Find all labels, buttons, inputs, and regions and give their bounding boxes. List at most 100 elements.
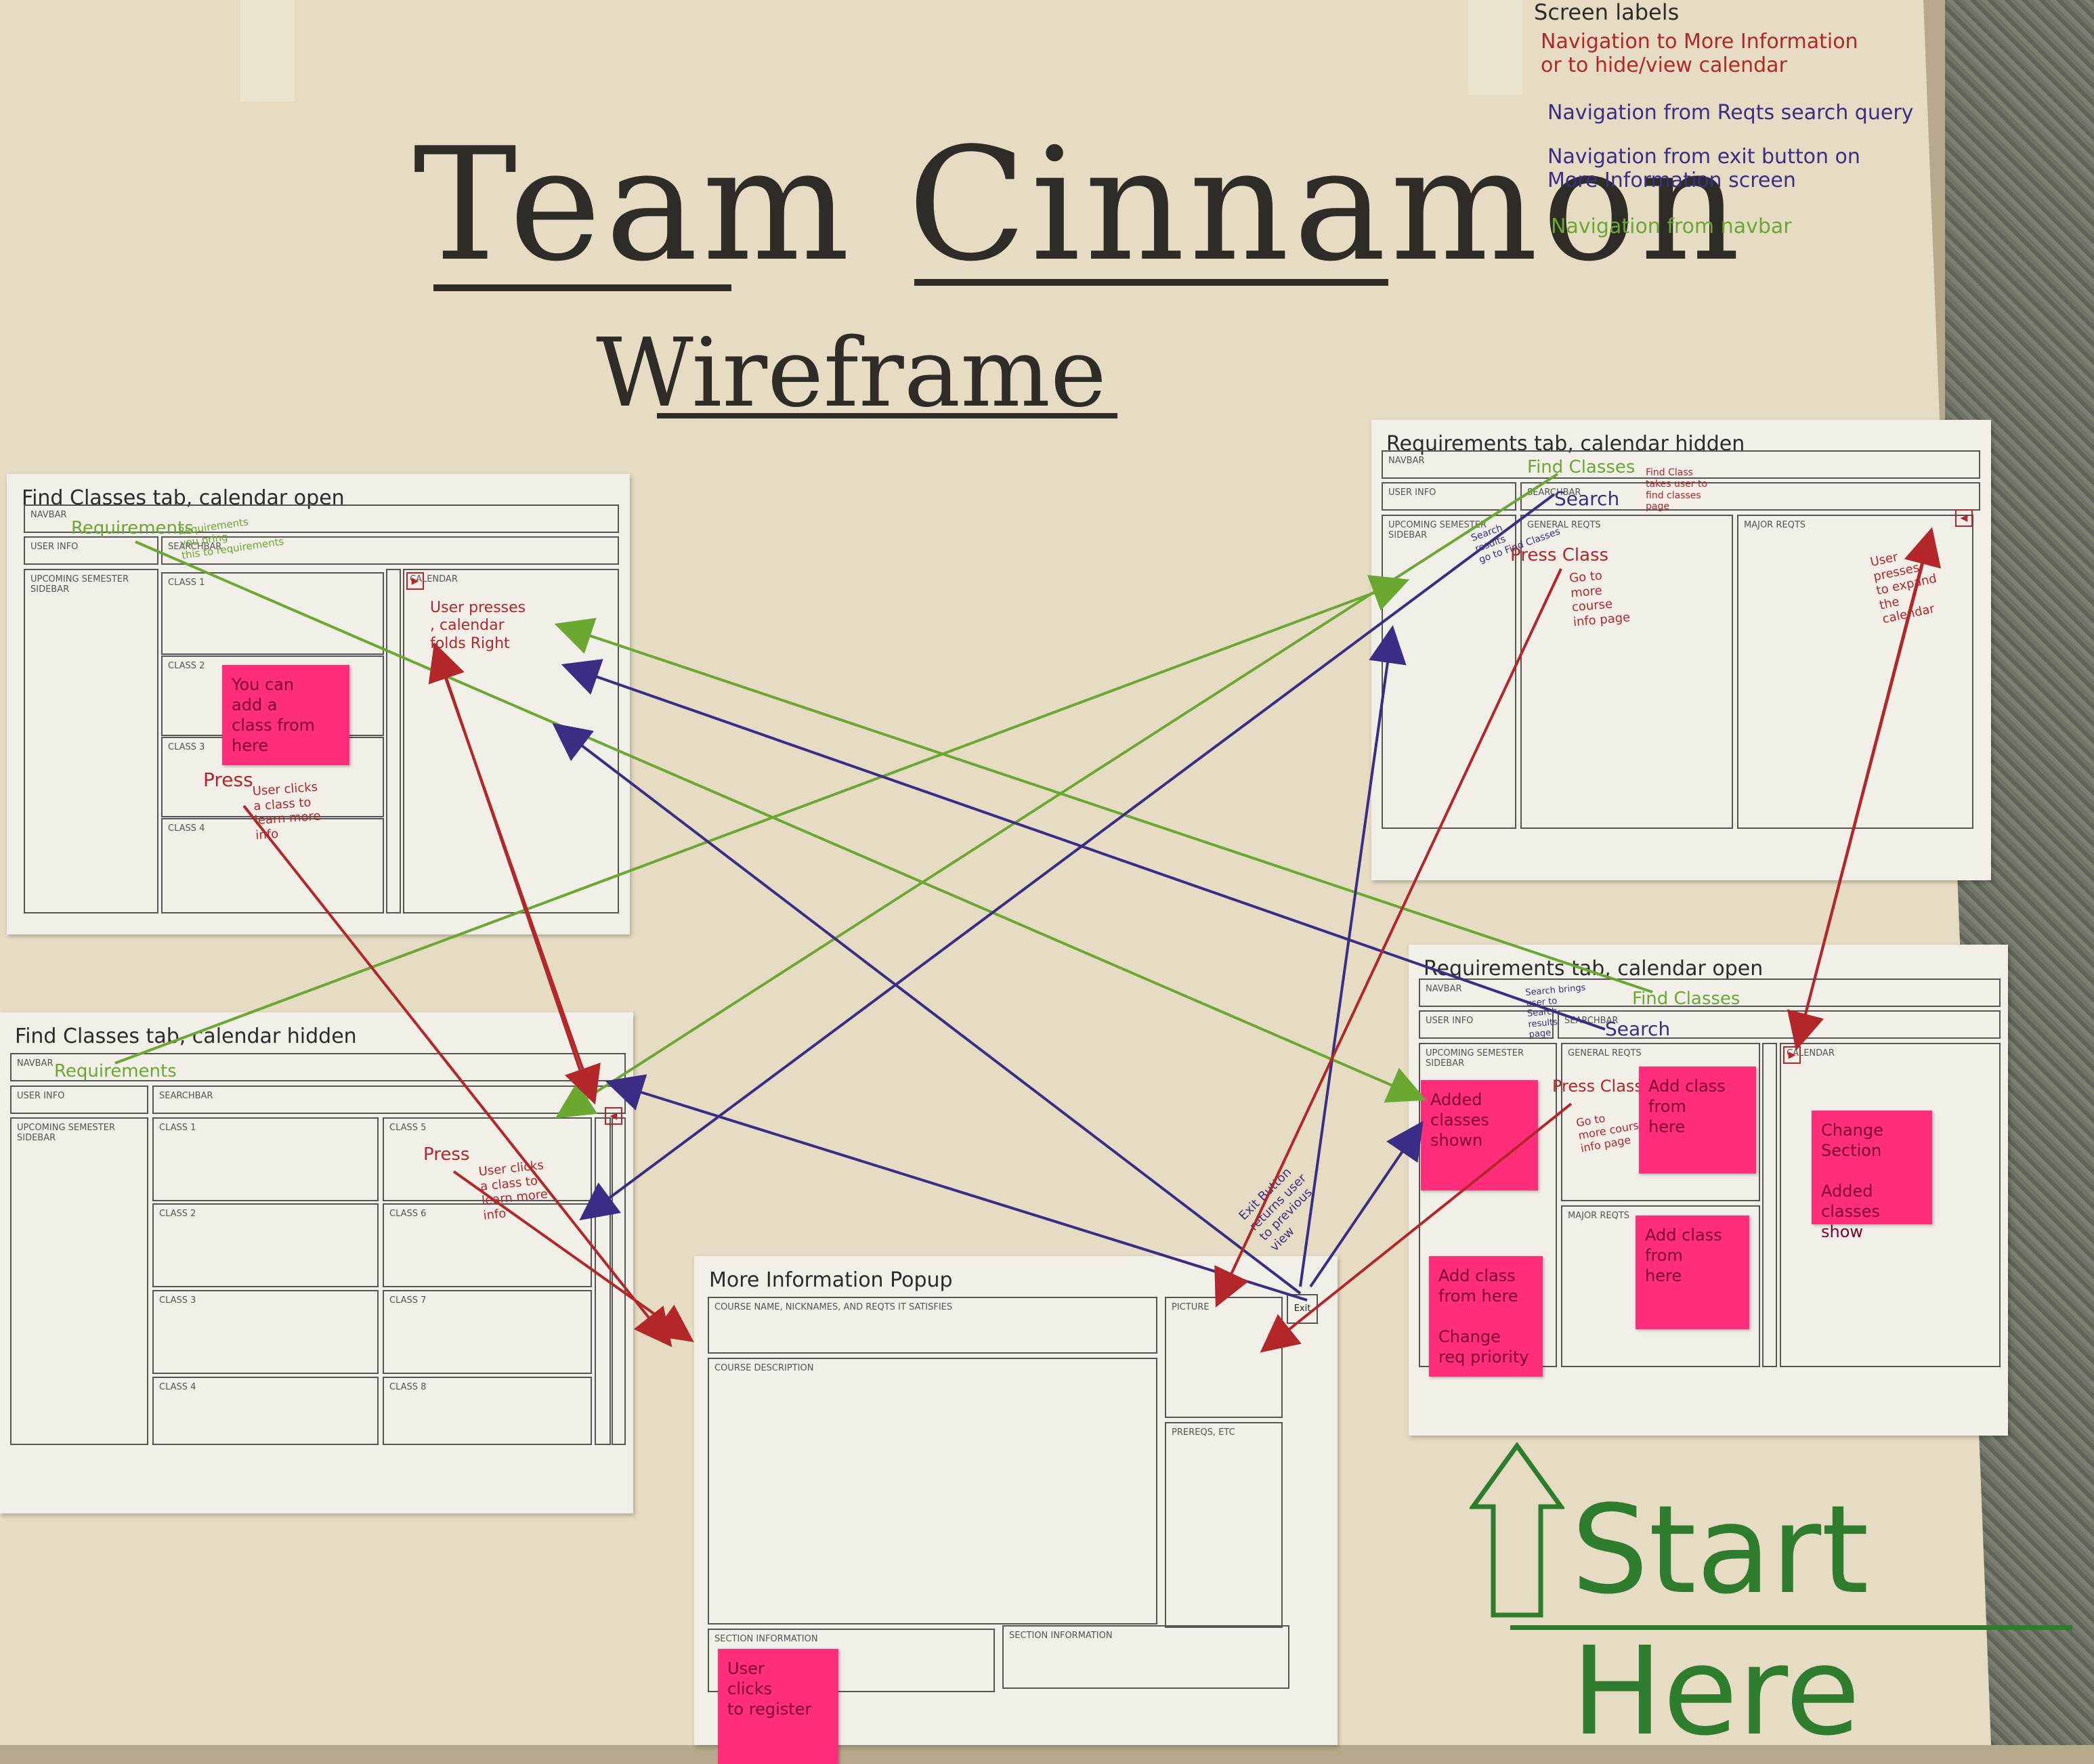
arrow-red xyxy=(452,1170,694,1342)
legend-item-red: Navigation to More Information or to hid… xyxy=(1541,30,1858,77)
title-underline-team xyxy=(433,284,731,291)
arrow-green xyxy=(135,540,1427,1103)
user-info: USER INFO xyxy=(10,1085,148,1114)
class-label: CLASS 3 xyxy=(168,742,205,752)
arrow-red xyxy=(1797,527,1942,1044)
legend-item-navbar: Navigation from navbar xyxy=(1551,215,1792,238)
arrow-red xyxy=(428,642,591,1098)
legend-item-search: Navigation from Reqts search query xyxy=(1547,101,1914,125)
major-reqts-label: MAJOR REQTS xyxy=(1568,1211,1630,1221)
course-description-label: COURSE DESCRIPTION xyxy=(714,1363,814,1373)
prereqs-box: PREREQS, ETC xyxy=(1165,1422,1283,1628)
user-info-label: USER INFO xyxy=(1426,1016,1474,1026)
legend-item-exit: Navigation from exit button on More Info… xyxy=(1547,145,1860,192)
section-information-box: SECTION INFORMATION xyxy=(708,1629,995,1692)
class-card: CLASS 2 xyxy=(152,1203,379,1287)
navbar: NAVBAR xyxy=(1382,450,1980,479)
class-label: CLASS 1 xyxy=(159,1123,196,1133)
class-label: CLASS 6 xyxy=(389,1209,427,1219)
class-label: CLASS 4 xyxy=(159,1382,196,1392)
arrow-red xyxy=(1260,1102,1573,1353)
major-reqts: MAJOR REQTS xyxy=(1737,515,1973,829)
class-label: CLASS 1 xyxy=(168,578,205,588)
exit-button[interactable]: Exit xyxy=(1287,1294,1318,1324)
tape-right xyxy=(1468,0,1522,95)
class-card: CLASS 5 xyxy=(383,1117,592,1201)
class-label: CLASS 4 xyxy=(168,823,205,834)
press-label: Press xyxy=(203,769,253,791)
user-info-label: USER INFO xyxy=(30,542,79,552)
screen-title: Find Classes tab, calendar open xyxy=(22,486,345,510)
picture-label: PICTURE xyxy=(1172,1302,1210,1312)
class-card: CLASS 4 xyxy=(161,818,384,913)
course-name-box: COURSE NAME, NICKNAMES, AND REQTS IT SAT… xyxy=(708,1297,1157,1354)
arrow-purple xyxy=(605,1074,1308,1302)
searchbar: SEARCHBAR xyxy=(161,536,619,565)
sidebar: UPCOMING SEMESTER SIDEBAR xyxy=(10,1117,148,1445)
calendar-toggle-icon: ▶ xyxy=(406,572,424,590)
nav-requirements-link: Requirements xyxy=(71,518,194,538)
sidebar: UPCOMING SEMESTER SIDEBAR xyxy=(1382,515,1516,829)
user-info: USER INFO xyxy=(1382,482,1516,511)
searchbar-label: SEARCHBAR xyxy=(1564,1016,1619,1026)
search-link: Search xyxy=(1554,488,1620,510)
start-here-label: Start Here xyxy=(1571,1480,1869,1763)
screen-requirements-calendar-open: Requirements tab, calendar open NAVBAR U… xyxy=(1409,945,2008,1436)
sidebar-label: UPCOMING SEMESTER SIDEBAR xyxy=(17,1123,115,1143)
user-info-label: USER INFO xyxy=(1388,488,1436,498)
start-here-arrow-icon xyxy=(1468,1442,1566,1621)
class-card: CLASS 1 xyxy=(152,1117,379,1201)
screen-requirements-calendar-hidden: Requirements tab, calendar hidden NAVBAR… xyxy=(1371,420,1991,880)
legend-heading: Screen labels xyxy=(1534,0,1680,25)
arrow-purple xyxy=(1299,625,1407,1287)
arrow-purple xyxy=(579,493,1556,1221)
sidebar: UPCOMING SEMESTER SIDEBAR xyxy=(24,569,158,913)
calendar-label: CALENDAR xyxy=(410,574,458,584)
navbar: NAVBAR xyxy=(10,1053,626,1081)
screen-find-classes-calendar-hidden: Find Classes tab, calendar hidden NAVBAR… xyxy=(0,1012,633,1513)
general-reqts-label: GENERAL REQTS xyxy=(1568,1048,1642,1058)
sidebar-label: UPCOMING SEMESTER SIDEBAR xyxy=(1388,520,1487,540)
user-info: USER INFO xyxy=(1419,1010,1554,1039)
calendar-label: CALENDAR xyxy=(1787,1048,1835,1058)
class-label: CLASS 2 xyxy=(159,1209,196,1219)
sticky-note-general: Add class from here xyxy=(1639,1067,1756,1174)
screen-title: Requirements tab, calendar open xyxy=(1424,957,1764,981)
calendar-strip xyxy=(612,1117,626,1445)
tape-left xyxy=(240,0,295,102)
general-reqts-label: GENERAL REQTS xyxy=(1527,520,1601,530)
navbar-label: NAVBAR xyxy=(1426,984,1462,994)
navbar-label: NAVBAR xyxy=(17,1058,54,1069)
major-reqts: MAJOR REQTS xyxy=(1561,1205,1760,1367)
class-label: CLASS 7 xyxy=(389,1295,427,1306)
navbar-label: NAVBAR xyxy=(30,510,67,520)
subtitle-underline xyxy=(657,413,1117,418)
major-reqts-label: MAJOR REQTS xyxy=(1744,520,1806,530)
arrow-red xyxy=(1214,568,1562,1308)
class-label: CLASS 3 xyxy=(159,1295,196,1306)
user-info-label: USER INFO xyxy=(17,1091,65,1101)
nav-requirements-link: Requirements xyxy=(54,1061,177,1081)
section-information-label: SECTION INFORMATION xyxy=(1009,1631,1113,1641)
search-link: Search xyxy=(1605,1018,1671,1040)
class-card: CLASS 4 xyxy=(152,1377,379,1445)
sticky-note-major: Add class from here xyxy=(1636,1216,1749,1329)
section-information-box: SECTION INFORMATION xyxy=(1002,1625,1289,1689)
sidebar-label: UPCOMING SEMESTER SIDEBAR xyxy=(1426,1048,1524,1069)
class-label: CLASS 5 xyxy=(389,1123,427,1133)
prereqs-label: PREREQS, ETC xyxy=(1172,1427,1235,1438)
class-card: CLASS 7 xyxy=(383,1290,592,1374)
calendar-toggle-icon: ◀ xyxy=(1955,509,1973,527)
searchbar-label: SEARCHBAR xyxy=(159,1091,213,1101)
press-class-label: Press Class xyxy=(1552,1077,1643,1096)
section-information-label: SECTION INFORMATION xyxy=(714,1634,818,1644)
calendar: CALENDAR xyxy=(403,569,619,913)
scrollbar xyxy=(386,569,401,913)
screen-find-classes-calendar-open: Find Classes tab, calendar open NAVBAR U… xyxy=(7,474,630,934)
navbar: NAVBAR xyxy=(1419,978,2001,1007)
navbar: NAVBAR xyxy=(24,504,619,533)
searchbar-label: SEARCHBAR xyxy=(1527,488,1581,498)
searchbar: SEARCHBAR xyxy=(1558,1010,2001,1039)
class-card: CLASS 1 xyxy=(161,572,384,655)
